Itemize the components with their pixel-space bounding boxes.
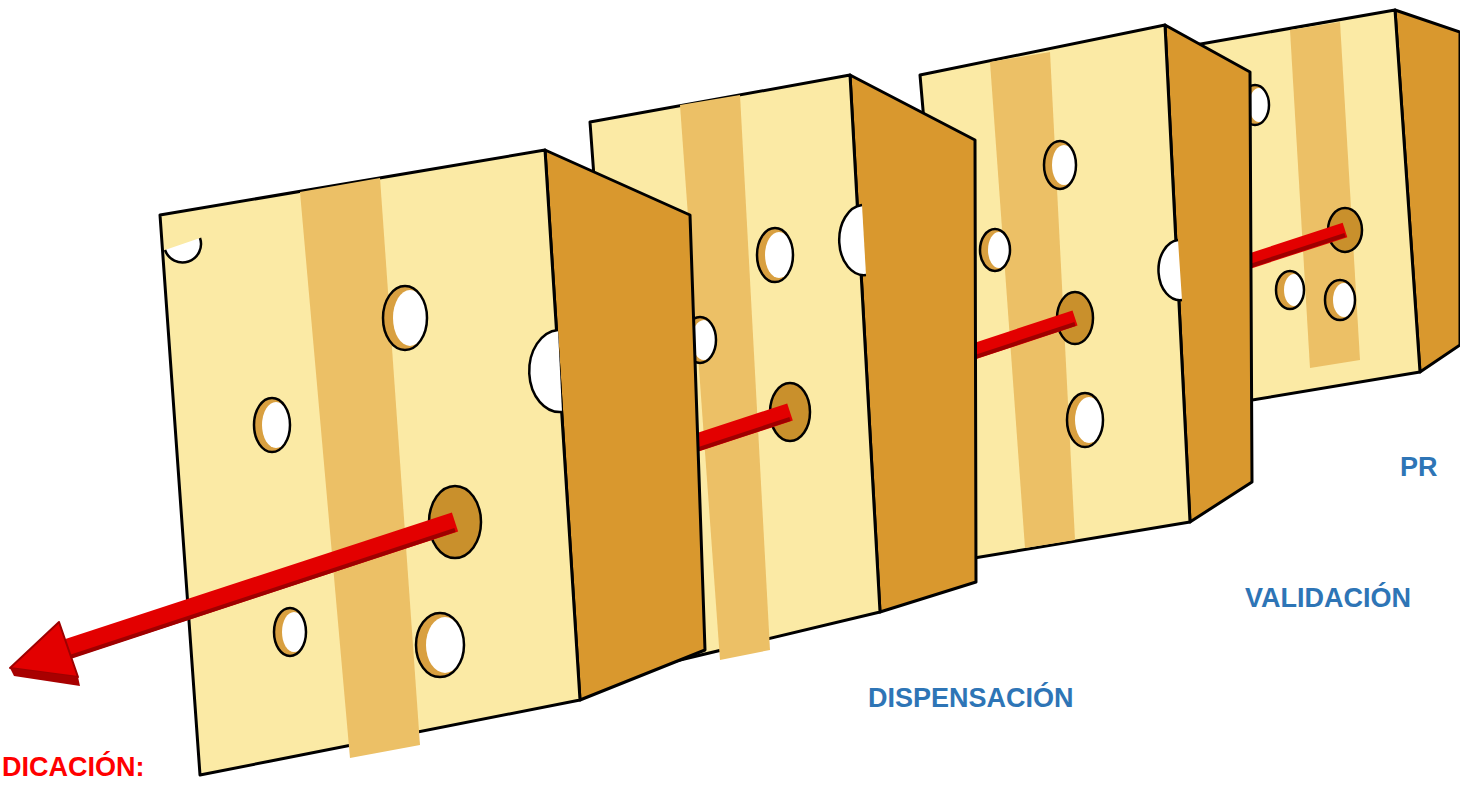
hole-depth [1276,271,1304,309]
hole-depth [980,229,1010,271]
slice-shade [1290,22,1360,368]
cheese-hole [980,229,1010,271]
cheese-hole [757,228,793,282]
hole-depth [254,398,290,452]
hole-depth [274,608,306,656]
hole-depth [383,286,427,350]
cheese-hole [274,608,306,656]
hazard-arrow [10,522,455,686]
hole-depth [1067,393,1103,447]
edge-notch [839,205,866,275]
cheese-hole [1044,141,1076,189]
cheese-hole [416,613,464,677]
hole-outline [1067,393,1103,447]
arrow-head-shadow [10,668,80,686]
hole-depth [757,228,793,282]
hole-outline [1325,280,1355,320]
stage-label: DISPENSACIÓN [868,683,1074,713]
hole-outline [254,398,290,452]
edge-notch [165,238,201,262]
hole-outline [980,229,1010,271]
slice-shade [300,178,420,758]
arrow-head [10,622,78,677]
hole-outline [416,613,464,677]
hole-outline [1044,141,1076,189]
cheese-hole [1276,271,1304,309]
stage-label: PR [1400,452,1438,482]
hole-depth [1325,280,1355,320]
stage-label: DICACIÓN: [2,752,145,782]
stage-label: VALIDACIÓN [1245,583,1411,613]
hole-outline [1276,271,1304,309]
slice-face [160,150,580,775]
cheese-hole [1325,280,1355,320]
edge-notch [1158,240,1182,300]
cheese-hole [1067,393,1103,447]
edge-notch [529,330,562,412]
cheese-slice [160,150,705,775]
arrow-shadow [70,530,455,657]
hole-depth [1044,141,1076,189]
hole-outline [274,608,306,656]
cheese-hole [254,398,290,452]
hole-depth [416,613,464,677]
arrow-shaft [67,522,455,649]
cheese-hole [383,286,427,350]
hole-outline [757,228,793,282]
hole-outline [383,286,427,350]
